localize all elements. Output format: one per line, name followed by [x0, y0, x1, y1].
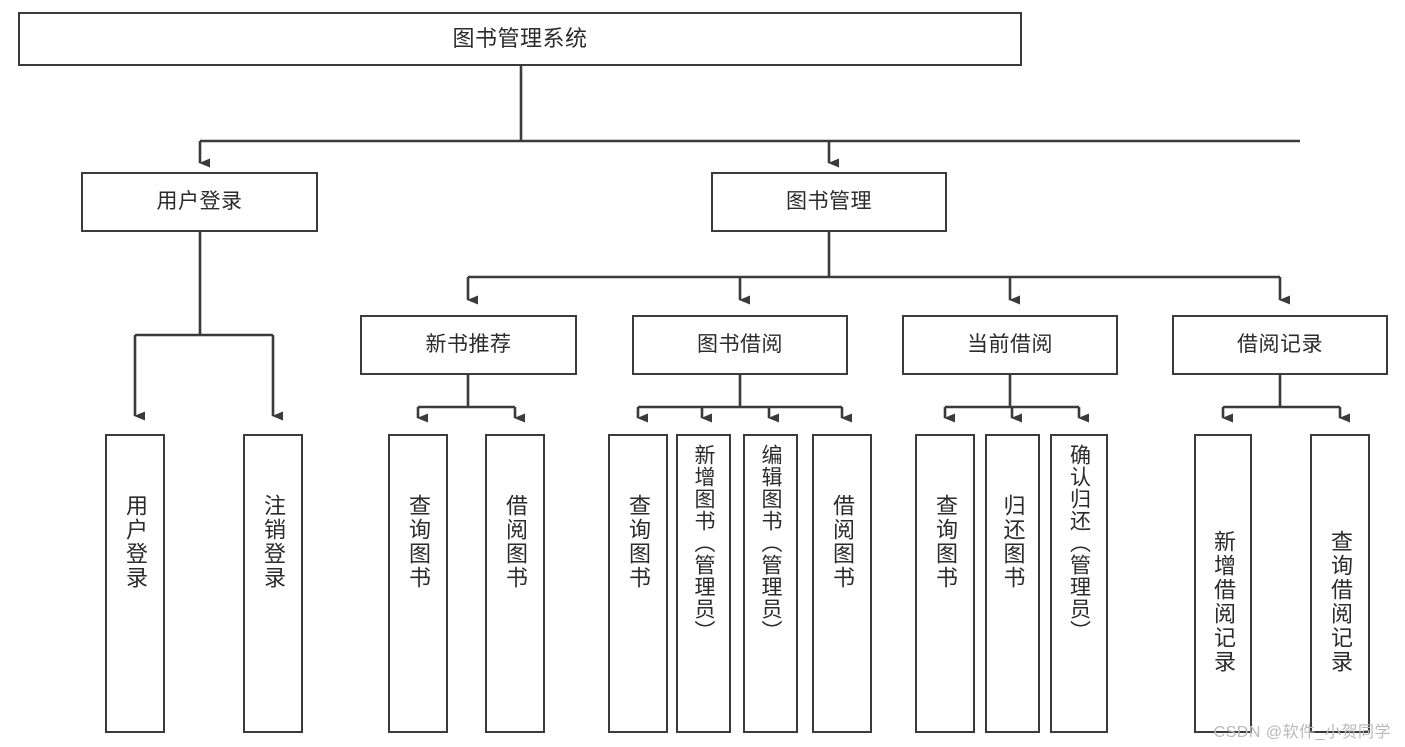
node-label: 查询图书: [626, 494, 651, 590]
node-label: 归还图书: [1000, 494, 1026, 590]
node-label: 图书借阅: [697, 332, 783, 356]
node-root-system[interactable]: 图书管理系统: [18, 12, 1022, 66]
node-label: 借阅记录: [1237, 332, 1323, 356]
node-label: 确认归还（管理员）: [1067, 444, 1091, 642]
node-label: 图书管理: [786, 189, 872, 213]
node-label: 用户登录: [123, 494, 148, 590]
node-label: 图书管理系统: [452, 26, 588, 52]
node-book-borrow[interactable]: 图书借阅: [632, 315, 848, 375]
leaf-edit-book-admin[interactable]: 编辑图书（管理员）: [743, 434, 798, 733]
node-label: 用户登录: [156, 189, 243, 213]
node-borrow-record[interactable]: 借阅记录: [1172, 315, 1388, 375]
node-label: 新增图书（管理员）: [692, 444, 715, 642]
node-label: 查询图书: [406, 494, 431, 590]
node-label: 编辑图书（管理员）: [759, 444, 782, 642]
leaf-confirm-return-admin[interactable]: 确认归还（管理员）: [1050, 434, 1108, 733]
leaf-borrow-book-recommend[interactable]: 借阅图书: [485, 434, 545, 733]
node-label: 查询借阅记录: [1328, 530, 1353, 674]
node-label: 新书推荐: [425, 332, 512, 356]
leaf-user-login[interactable]: 用户登录: [105, 434, 165, 733]
node-label: 查询图书: [933, 494, 958, 590]
leaf-logout[interactable]: 注销登录: [243, 434, 303, 733]
leaf-borrow-book[interactable]: 借阅图书: [812, 434, 872, 733]
leaf-query-book-recommend[interactable]: 查询图书: [388, 434, 448, 733]
leaf-query-borrow-record[interactable]: 查询借阅记录: [1310, 434, 1370, 733]
node-label: 当前借阅: [967, 332, 1053, 356]
node-book-management[interactable]: 图书管理: [711, 172, 947, 232]
node-label: 借阅图书: [830, 494, 855, 590]
node-label: 新增借阅记录: [1211, 530, 1236, 674]
watermark: CSDN @软件_小贺同学: [1213, 724, 1391, 741]
leaf-add-borrow-record[interactable]: 新增借阅记录: [1194, 434, 1252, 733]
leaf-return-book[interactable]: 归还图书: [985, 434, 1040, 733]
node-label: 借阅图书: [503, 494, 528, 590]
node-label: 注销登录: [261, 494, 286, 590]
node-new-book-recommend[interactable]: 新书推荐: [360, 315, 577, 375]
leaf-query-book-current[interactable]: 查询图书: [915, 434, 975, 733]
leaf-query-book-borrow[interactable]: 查询图书: [608, 434, 668, 733]
node-user-login[interactable]: 用户登录: [81, 172, 318, 232]
leaf-add-book-admin[interactable]: 新增图书（管理员）: [676, 434, 731, 733]
node-current-borrow[interactable]: 当前借阅: [902, 315, 1118, 375]
